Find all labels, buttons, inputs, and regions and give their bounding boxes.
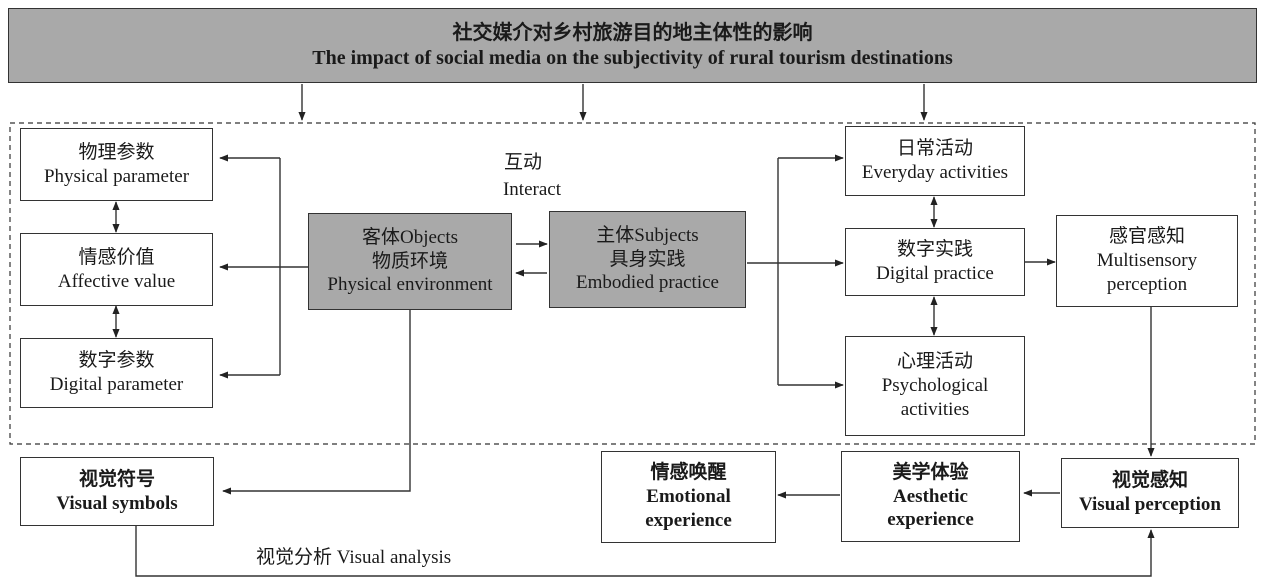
- affective-value-box: 情感价值 Affective value: [20, 233, 213, 306]
- interact-label: 互动 Interact: [482, 150, 582, 203]
- physical-parameter-en: Physical parameter: [43, 165, 190, 187]
- everyday-activities-en: Everyday activities: [861, 162, 1009, 183]
- aesthetic-zh: 美学体验: [892, 461, 969, 483]
- emotional-en2: experience: [645, 509, 732, 531]
- everyday-activities-zh: 日常活动: [896, 138, 973, 160]
- aesthetic-en2: experience: [887, 509, 974, 531]
- psychological-activities-zh: 心理活动: [896, 351, 973, 373]
- psychological-activities-en2: activities: [900, 398, 970, 420]
- visual-symbols-en: Visual symbols: [56, 492, 178, 514]
- visual-symbols-zh: 视觉符号: [78, 468, 155, 490]
- multisensory-zh: 感官感知: [1108, 226, 1185, 248]
- visual-analysis-label: 视觉分析 Visual analysis: [256, 547, 452, 568]
- interact-en: Interact: [502, 178, 561, 200]
- digital-practice-zh: 数字实践: [896, 239, 973, 261]
- affective-value-en: Affective value: [57, 270, 176, 292]
- digital-parameter-zh: 数字参数: [78, 350, 155, 372]
- objects-line2: 物质环境: [371, 250, 448, 272]
- title-en: The impact of social media on the subjec…: [312, 46, 953, 69]
- aesthetic-en: Aesthetic: [893, 485, 968, 507]
- objects-box: 客体Objects 物质环境 Physical environment: [308, 213, 512, 310]
- multisensory-en2: perception: [1106, 273, 1188, 295]
- title-zh: 社交媒介对乡村旅游目的地主体性的影响: [452, 21, 813, 44]
- subjects-line2: 具身实践: [609, 248, 686, 270]
- emotional-en: Emotional: [646, 486, 731, 508]
- visual-perception-zh: 视觉感知: [1111, 470, 1188, 492]
- visual-perception-box: 视觉感知 Visual perception: [1061, 458, 1239, 528]
- visual-perception-en: Visual perception: [1079, 494, 1221, 515]
- arrow-objects-to-visual-symbols: [222, 310, 411, 495]
- digital-parameter-box: 数字参数 Digital parameter: [20, 338, 213, 408]
- psychological-activities-box: 心理活动 Psychological activities: [845, 336, 1025, 436]
- digital-practice-en: Digital practice: [876, 263, 994, 284]
- physical-parameter-box: 物理参数 Physical parameter: [20, 128, 213, 201]
- visual-symbols-box: 视觉符号 Visual symbols: [20, 457, 214, 526]
- aesthetic-experience-box: 美学体验 Aesthetic experience: [841, 451, 1020, 542]
- subjects-box: 主体Subjects 具身实践 Embodied practice: [549, 211, 746, 308]
- emotional-zh: 情感唤醒: [650, 462, 727, 484]
- multisensory-en: Multisensory: [1096, 250, 1198, 272]
- multisensory-perception-box: 感官感知 Multisensory perception: [1056, 215, 1238, 307]
- everyday-activities-box: 日常活动 Everyday activities: [845, 126, 1025, 196]
- emotional-experience-box: 情感唤醒 Emotional experience: [601, 451, 776, 543]
- objects-line1: 客体Objects: [361, 226, 459, 248]
- subjects-line3: Embodied practice: [576, 272, 719, 294]
- digital-practice-box: 数字实践 Digital practice: [845, 228, 1025, 296]
- psychological-activities-en: Psychological: [881, 375, 989, 397]
- affective-value-zh: 情感价值: [78, 246, 155, 268]
- subjects-line1: 主体Subjects: [596, 224, 699, 246]
- digital-parameter-en: Digital parameter: [49, 374, 184, 395]
- objects-line3: Physical environment: [327, 274, 493, 296]
- physical-parameter-zh: 物理参数: [78, 141, 155, 163]
- title-box: 社交媒介对乡村旅游目的地主体性的影响 The impact of social …: [8, 8, 1257, 83]
- interact-zh: 互动: [503, 152, 542, 173]
